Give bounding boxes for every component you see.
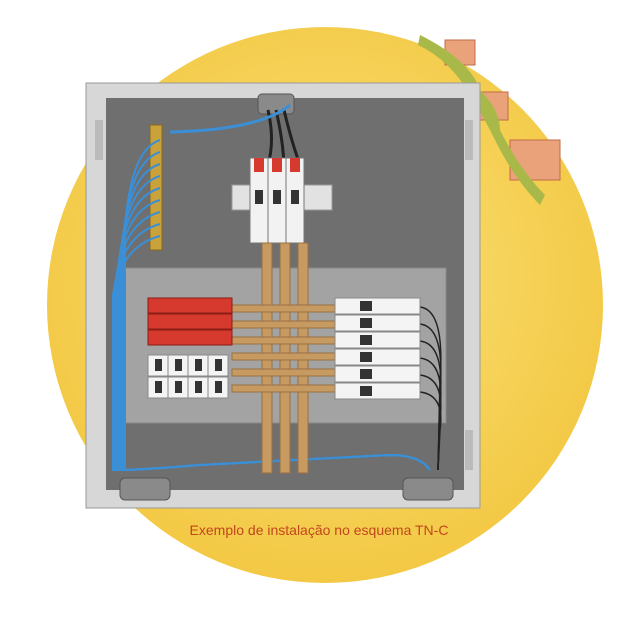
main-circuit-breaker[interactable] (249, 157, 305, 244)
busbar-horizontal (231, 320, 338, 329)
breaker-toggle[interactable] (175, 381, 182, 393)
breaker-toggle[interactable] (175, 359, 182, 371)
breaker-toggle[interactable] (215, 359, 222, 371)
breaker-terminal (254, 158, 264, 172)
breaker-toggle[interactable] (255, 190, 263, 204)
breaker-toggle[interactable] (360, 318, 372, 328)
busbar-horizontal (231, 384, 338, 393)
left-circuit-breakers (147, 354, 229, 399)
circuit-breaker-icon[interactable] (334, 348, 421, 366)
right-circuit-breakers (334, 297, 421, 400)
breaker-toggle[interactable] (291, 190, 299, 204)
busbar-icon (231, 242, 338, 474)
hinge (95, 120, 103, 160)
circuit-breaker-icon[interactable] (334, 314, 421, 332)
busbar-horizontal (231, 304, 338, 313)
breaker-toggle[interactable] (273, 190, 281, 204)
busbar-horizontal (231, 352, 338, 361)
hinge (465, 120, 473, 160)
caption: Exemplo de instalação no esquema TN-C (189, 522, 449, 538)
wire (419, 374, 442, 471)
breaker-toggle[interactable] (360, 301, 372, 311)
breaker-toggle[interactable] (195, 359, 202, 371)
breaker-toggle[interactable] (155, 359, 162, 371)
breaker-toggle[interactable] (215, 381, 222, 393)
circuit-breaker-icon[interactable] (334, 382, 421, 400)
breaker-toggle[interactable] (360, 386, 372, 396)
breaker-terminal (272, 158, 282, 172)
surge-protector (147, 313, 233, 330)
circuit-breaker-icon[interactable] (334, 365, 421, 383)
wire (169, 103, 291, 134)
breaker-toggle[interactable] (360, 369, 372, 379)
breaker-toggle[interactable] (155, 381, 162, 393)
wire (112, 235, 431, 472)
breaker-toggle[interactable] (360, 335, 372, 345)
busbar-horizontal (231, 336, 338, 345)
hinge (465, 430, 473, 470)
cable-gland-icon (402, 477, 454, 501)
breaker-toggle[interactable] (360, 352, 372, 362)
wire (419, 391, 442, 471)
breaker-toggle[interactable] (195, 381, 202, 393)
surge-protector (147, 329, 233, 346)
circuit-breaker-icon[interactable] (334, 297, 421, 315)
surge-protector-icon (147, 297, 233, 346)
busbar-horizontal (231, 368, 338, 377)
circuit-breaker-icon[interactable] (334, 331, 421, 349)
surge-protector (147, 297, 233, 314)
wall-bricks (418, 35, 561, 205)
breaker-terminal (290, 158, 300, 172)
cable-gland-icon (119, 477, 171, 501)
